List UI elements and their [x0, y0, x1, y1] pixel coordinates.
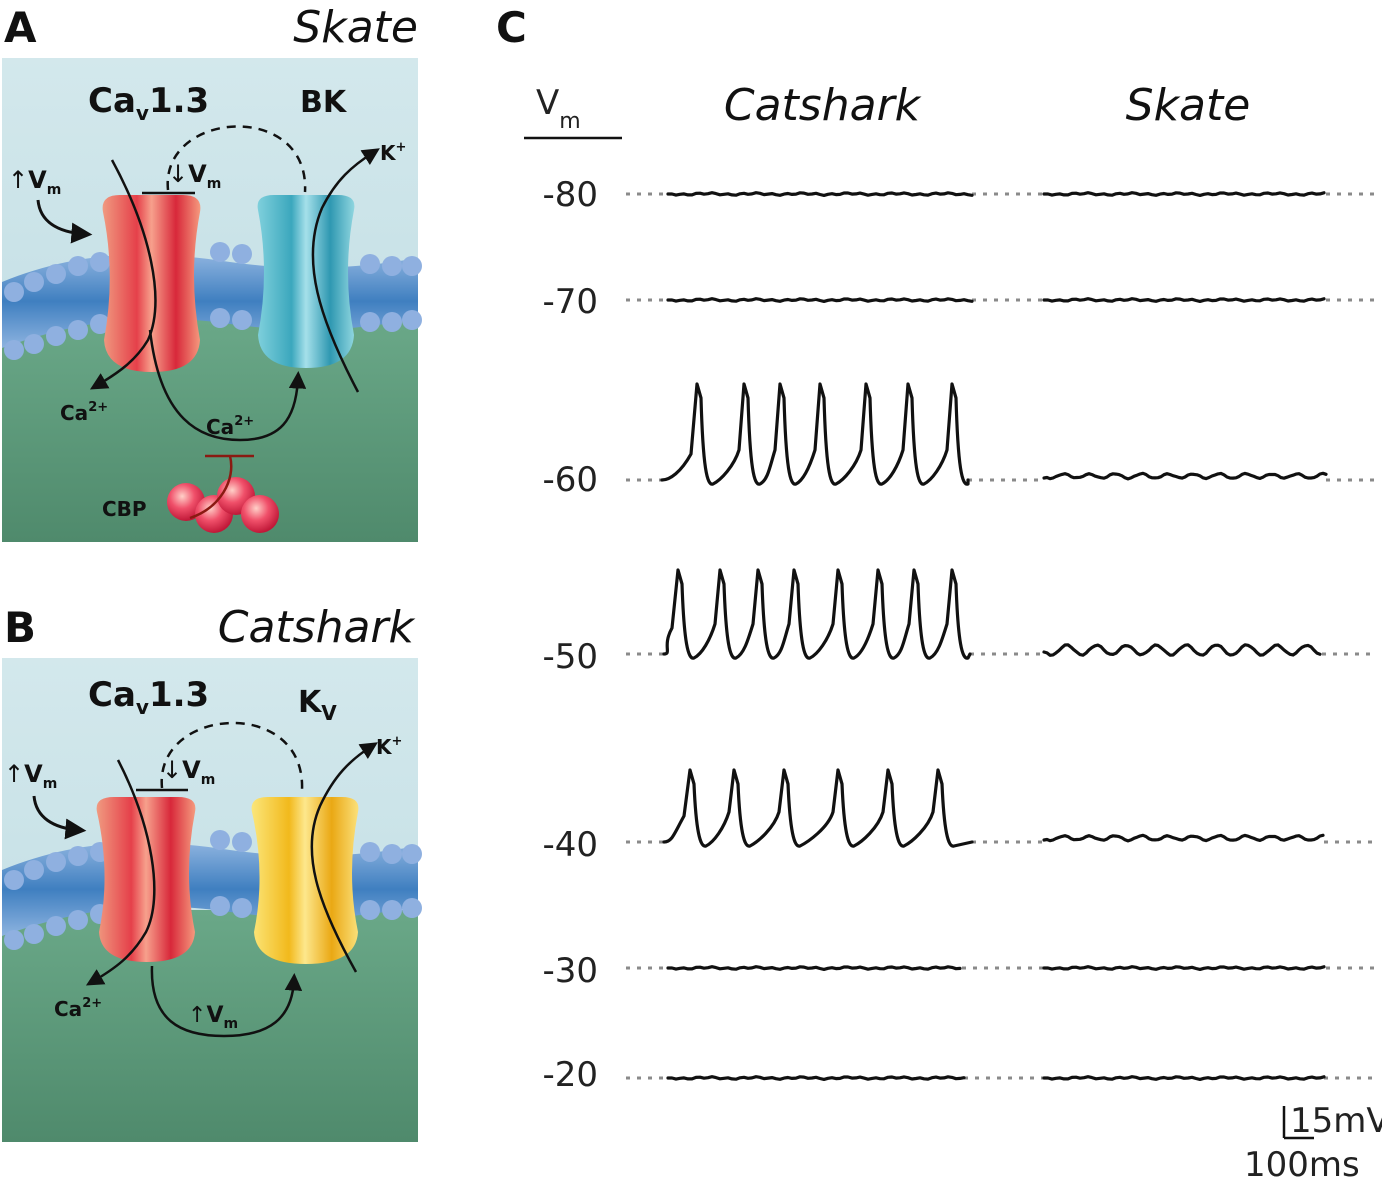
voltage-label: -80 [542, 175, 598, 215]
k-efflux-arrow [311, 148, 380, 393]
skate-trace [1042, 1075, 1326, 1081]
cbp-molecule [167, 455, 279, 533]
panel-b-letter: B [4, 603, 36, 652]
up-vm-label: ↑Vm [8, 166, 61, 198]
membrane-lipid-heads [4, 242, 422, 360]
ca-to-bk-arrow [148, 329, 307, 442]
voltage-label: -70 [542, 282, 598, 322]
panel-a-species: Skate [293, 2, 418, 53]
down-vm-label: ↓Vm [168, 160, 221, 192]
ca-influx-arrow [85, 759, 156, 986]
panel-c: C Vm Catshark Skate -80 -70 -60 -50 -40 … [496, 3, 1382, 1182]
panel-a: A Skate Cav1.3 BK ↓Vm ↑Vm [2, 2, 422, 542]
cav13-channel [96, 797, 196, 962]
panel-a-letter: A [4, 3, 37, 52]
catshark-trace [666, 297, 974, 303]
voltage-label: -40 [542, 825, 598, 865]
catshark-trace [662, 568, 972, 660]
catshark-trace [660, 382, 970, 486]
kv-label: KV [298, 685, 337, 725]
feedback-arc [166, 125, 307, 193]
catshark-trace [666, 1075, 966, 1081]
vm-to-kv-arrow [150, 965, 303, 1038]
skate-trace [1042, 191, 1326, 197]
col-skate-header: Skate [1126, 80, 1251, 131]
cav13-channel [102, 195, 201, 372]
ca-ion-label-left: Ca2+ [60, 400, 108, 425]
voltage-label: -60 [542, 460, 598, 500]
cav-label: Cav1.3 [88, 675, 209, 719]
bk-channel [257, 195, 355, 368]
col-catshark-header: Catshark [724, 80, 922, 131]
depolarization-arrow [36, 199, 93, 244]
skate-trace [1042, 833, 1325, 843]
up-vm-label: ↑Vm [4, 760, 57, 792]
vm-axis-label: Vm [536, 83, 581, 134]
ca-ion-label-left: Ca2+ [54, 996, 102, 1021]
catshark-trace [662, 768, 974, 848]
panel-c-letter: C [496, 3, 527, 52]
skate-trace [1042, 965, 1326, 971]
ca-ion-label-center: Ca2+ [206, 414, 254, 439]
scale-bar-time: 100ms [1244, 1145, 1360, 1182]
voltage-label: -50 [542, 637, 598, 677]
kv-channel [251, 797, 359, 964]
catshark-trace [666, 191, 974, 197]
scale-bar: 15mV 100ms [1244, 1101, 1382, 1182]
skate-trace [1042, 297, 1326, 303]
voltage-traces [626, 191, 1374, 1081]
k-ion-label: K+ [380, 140, 406, 165]
up-vm-center-label: ↑Vm [188, 1003, 238, 1032]
voltage-label: -30 [542, 951, 598, 991]
cav-label: Cav1.3 [88, 81, 209, 125]
panel-b-species: Catshark [218, 602, 416, 653]
catshark-trace [666, 965, 962, 971]
skate-trace [1042, 643, 1322, 657]
bk-label: BK [300, 85, 348, 120]
k-efflux-arrow [310, 742, 378, 973]
k-ion-label: K+ [376, 734, 402, 759]
cbp-label: CBP [102, 497, 147, 521]
skate-trace [1042, 471, 1328, 481]
voltage-label: -20 [542, 1055, 598, 1095]
scale-bar-voltage: 15mV [1290, 1101, 1382, 1141]
down-vm-label: ↓Vm [162, 756, 215, 788]
panel-b: B Catshark Cav1.3 KV ↓Vm ↑Vm [2, 602, 422, 1142]
ca-influx-arrow [89, 159, 157, 390]
depolarization-arrow [32, 795, 87, 840]
voltage-labels: -80 -70 -60 -50 -40 -30 -20 [542, 175, 598, 1095]
